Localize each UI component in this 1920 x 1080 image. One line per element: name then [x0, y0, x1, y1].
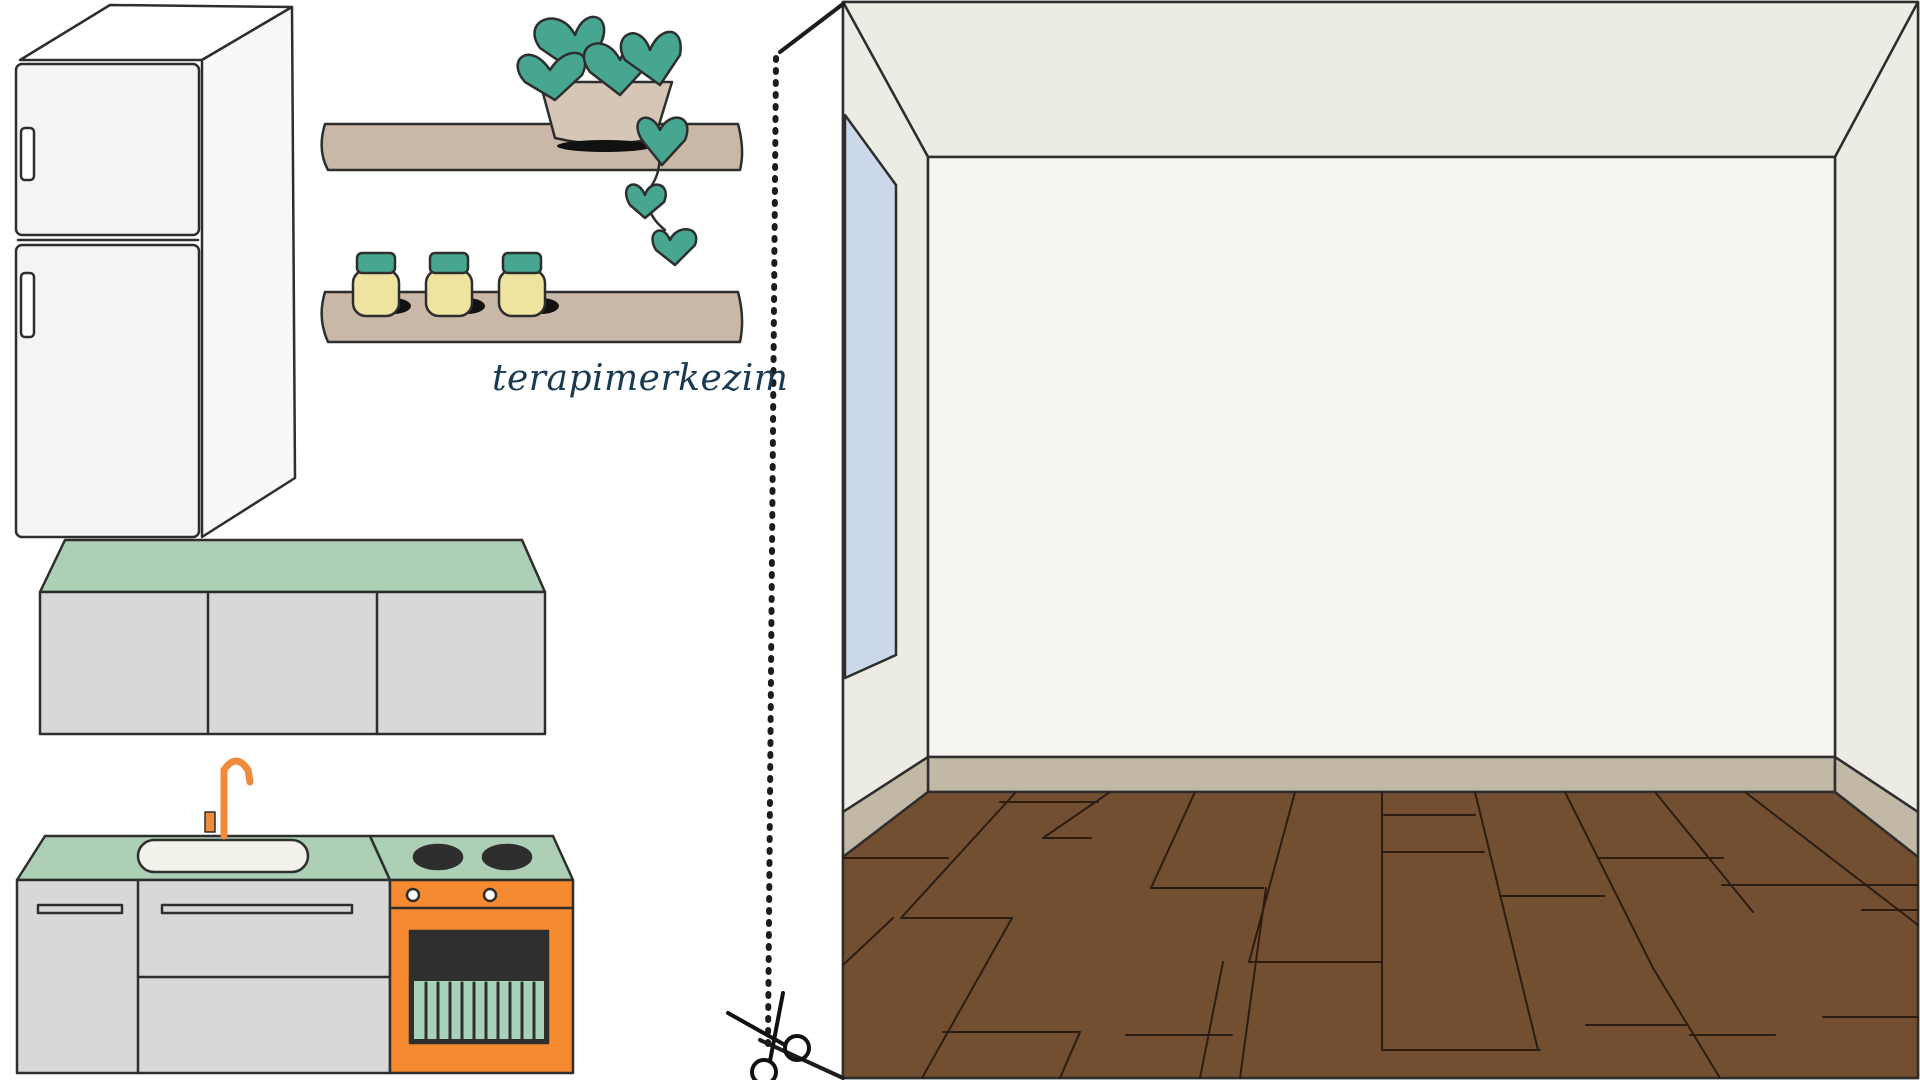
sink-counter — [15, 757, 392, 1075]
ceiling — [841, 0, 1920, 159]
jars — [351, 251, 559, 318]
oven — [368, 834, 575, 1075]
side-window — [843, 113, 898, 680]
scissors-icon — [726, 991, 811, 1080]
dotted-cut-line — [765, 55, 779, 1048]
jar — [351, 251, 401, 318]
room — [841, 0, 1920, 1080]
jar — [424, 251, 474, 318]
watermark-text: terapimerkezim — [492, 358, 789, 399]
refrigerator — [14, 3, 297, 539]
potted-plant — [516, 15, 698, 267]
oven-rack — [414, 981, 544, 1039]
back-wall — [926, 155, 1837, 759]
upper-cabinet — [38, 538, 547, 736]
floor-planks — [842, 791, 1919, 1079]
back-baseboard — [926, 755, 1837, 794]
jar — [497, 251, 547, 318]
fold-line — [778, 2, 845, 54]
